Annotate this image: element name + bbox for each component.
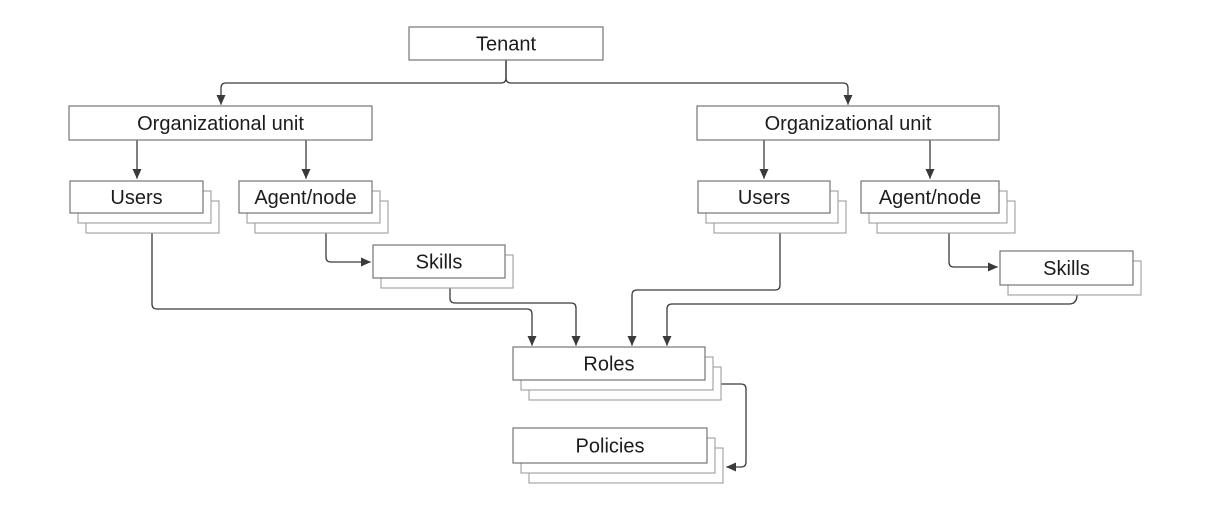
edge-tenant-to-ou_right (505, 59, 853, 105)
node-agent_left-box (238, 180, 373, 214)
node-users_right-label: Users (738, 187, 790, 209)
node-agent_right-label: Agent/node (879, 187, 981, 209)
edge-skills_right-to-roles (662, 294, 1078, 346)
node-agent_right: Agent/node (860, 180, 1016, 234)
node-users_left: Users (69, 180, 220, 234)
node-agent_right-box (860, 180, 1000, 214)
node-ou_right-label: Organizational unit (765, 113, 932, 135)
edge-skills_left-to-roles (449, 287, 581, 346)
node-policies: Policies (512, 427, 724, 484)
node-skills_right: Skills (999, 250, 1142, 296)
node-ou_right: Organizational unit (696, 105, 1000, 141)
node-users_right-box (697, 180, 831, 214)
edge-tenant-to-ou_left (216, 59, 507, 105)
node-users_left-box (69, 180, 204, 214)
node-ou_right-box (696, 105, 1000, 141)
edge-agent_left-to-skills_left (325, 232, 371, 267)
node-skills_right-box (999, 250, 1134, 286)
node-skills_left: Skills (372, 244, 514, 289)
node-tenant: Tenant (408, 26, 604, 61)
node-ou_left-label: Organizational unit (137, 113, 304, 135)
edge-roles-to-policies (720, 383, 747, 472)
node-ou_left: Organizational unit (68, 105, 373, 141)
node-skills_left-box (372, 244, 506, 279)
node-skills_right-label: Skills (1043, 258, 1090, 280)
node-policies-label: Policies (576, 436, 645, 458)
node-policies-box (512, 427, 708, 464)
node-roles-label: Roles (583, 354, 634, 376)
node-tenant-box (408, 26, 604, 61)
node-skills_left-label: Skills (416, 252, 463, 274)
node-tenant-label: Tenant (476, 34, 536, 56)
edge-agent_right-to-skills_right (948, 232, 998, 272)
node-roles-box (512, 346, 706, 381)
connector-lines (132, 59, 1078, 472)
node-agent_left: Agent/node (238, 180, 389, 234)
node-agent_left-label: Agent/node (254, 187, 356, 209)
edge-users_left-to-roles (151, 232, 537, 346)
edge-users_right-to-roles (627, 232, 781, 346)
node-users_right: Users (697, 180, 847, 234)
node-users_left-label: Users (110, 187, 162, 209)
node-roles: Roles (512, 346, 722, 401)
node-ou_left-box (68, 105, 373, 141)
